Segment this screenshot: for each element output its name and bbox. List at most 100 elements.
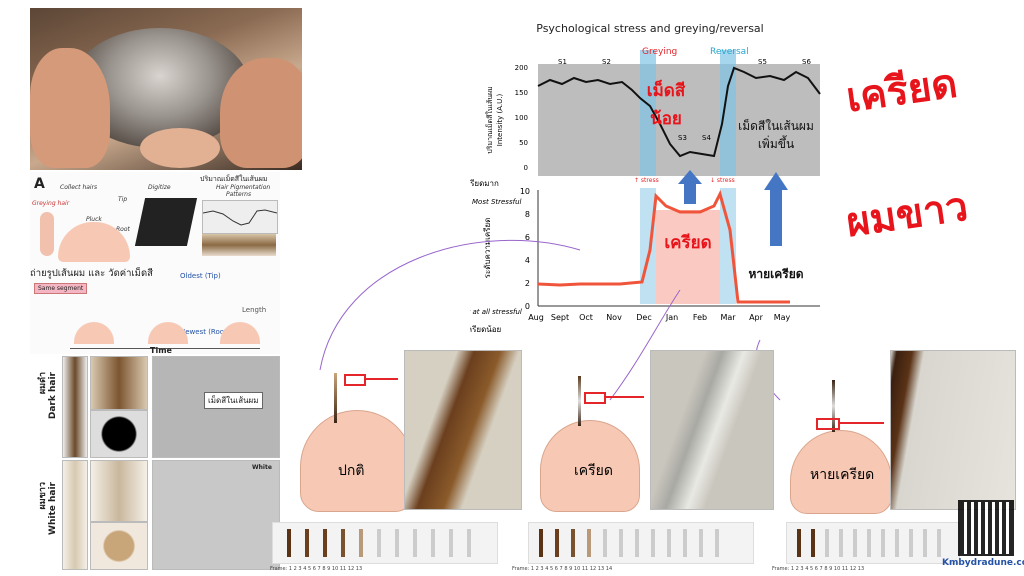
svg-text:S4: S4 — [702, 134, 711, 142]
stress-ylabel-thai: ระดับความเครียด — [483, 218, 492, 279]
photo-measure-label: ถ่ายรูปเส้นผม และ วัดค่าเม็ดสี — [30, 268, 153, 279]
svg-text:0: 0 — [525, 302, 530, 311]
hair-scan-strip — [202, 234, 276, 256]
dark-hair-shaft-img — [62, 356, 88, 458]
pigment-more-2: เพิ่มขึ้น — [758, 135, 794, 151]
svg-text:S5: S5 — [758, 58, 767, 66]
svg-text:Apr: Apr — [749, 313, 764, 322]
white-hair-en: White hair — [48, 482, 58, 535]
svg-text:8: 8 — [525, 210, 530, 219]
scanner-icon — [134, 198, 198, 246]
dark-hair-closeup-img — [90, 356, 148, 410]
tip-label: Tip — [118, 196, 128, 203]
frames-stressed: Frame: 1 2 3 4 5 6 7 8 9 10 11 12 13 14 — [512, 566, 613, 572]
frames-normal: Frame: 1 2 3 4 5 6 7 8 9 10 11 12 13 — [270, 566, 363, 572]
collect-hairs-label: Collect hairs — [60, 184, 98, 191]
hair-recovered — [832, 380, 835, 432]
greying-hair-photo — [30, 8, 302, 170]
person-figure — [40, 212, 54, 256]
pigment-less-1: เม็ดสี — [647, 78, 686, 101]
stress-band-right — [720, 188, 736, 304]
svg-text:Feb: Feb — [693, 313, 707, 322]
micro-normal-img — [404, 350, 522, 510]
white-hair-shaft-img — [62, 460, 88, 570]
pluck-label: Pluck — [86, 216, 102, 223]
mini-pigment-chart — [202, 200, 278, 234]
oldest-tip-label: Oldest (Tip) — [180, 272, 221, 280]
svg-text:4: 4 — [525, 256, 530, 265]
greying-label: Greying — [642, 47, 677, 57]
hair-collection-panel: A Collect hairs Digitize ปริมาณเม็ดสีในเ… — [30, 172, 280, 354]
hair-box-stressed — [584, 392, 606, 404]
frame-strip-normal — [272, 522, 498, 564]
hair-box-recovered — [816, 418, 840, 430]
svg-text:150: 150 — [515, 89, 528, 97]
panel-letter: A — [34, 176, 45, 192]
title-white-hair: ผมขาว — [843, 183, 971, 247]
svg-text:Aug: Aug — [528, 313, 544, 322]
intensity-ylabel-en: Intensity (A.U.) — [496, 94, 504, 147]
most-stressed-thai: เครียดมาก — [470, 179, 499, 188]
white-hair-em-img — [152, 460, 280, 570]
length-label: Length — [242, 306, 267, 314]
arrow-stressed — [604, 396, 644, 398]
svg-text:2: 2 — [525, 279, 530, 288]
greying-band — [640, 50, 656, 176]
dark-hair-bulb-img — [90, 410, 148, 458]
white-tag: White — [252, 464, 272, 471]
svg-text:200: 200 — [515, 64, 528, 72]
blue-up-arrow-2-head — [764, 172, 788, 190]
website-link[interactable]: Kmbydradune.com — [942, 558, 1024, 568]
svg-text:Oct: Oct — [579, 313, 593, 322]
time-axis — [70, 348, 260, 349]
svg-text:Nov: Nov — [606, 313, 622, 322]
root-label: Root — [116, 226, 130, 233]
head-normal — [300, 410, 414, 512]
svg-text:Jan: Jan — [665, 313, 678, 322]
head-label-recovered: หายเครียด — [810, 467, 875, 483]
blue-up-arrow-1 — [678, 170, 702, 204]
frames-recovered: Frame: 1 2 3 4 5 6 7 8 9 10 11 12 13 — [772, 566, 865, 572]
reversal-band — [720, 50, 736, 176]
svg-text:May: May — [774, 313, 791, 322]
svg-text:Mar: Mar — [720, 313, 736, 322]
svg-text:Dec: Dec — [636, 313, 651, 322]
svg-text:50: 50 — [519, 139, 528, 147]
intensity-line — [537, 66, 821, 158]
hair-box-normal — [344, 374, 366, 386]
same-segment-label: Same segment — [34, 283, 88, 294]
pigment-en-label-2: Patterns — [226, 191, 252, 198]
head-recovered — [790, 430, 892, 514]
hair-stressed — [578, 376, 581, 426]
digitize-label: Digitize — [148, 184, 171, 191]
intensity-y-ticks: 200 150 100 50 0 — [515, 64, 528, 172]
least-stressed-thai: เครียดน้อย — [470, 325, 501, 334]
pigment-less-2: น้อย — [650, 109, 682, 129]
stress-line — [537, 189, 790, 304]
most-stressful-en: Most Stressful — [472, 198, 522, 206]
microscopy-panel: ผมดำ Dark hair ผมขาว White hair เม็ดสีใน… — [30, 354, 280, 570]
stressed-center-label: เครียด — [664, 232, 711, 253]
stress-up-label: ↑ stress — [634, 177, 659, 184]
white-hair-bulb-img — [90, 522, 148, 570]
svg-text:0: 0 — [524, 164, 528, 172]
arrow-normal — [364, 378, 398, 380]
relief-label: หายเครียด — [748, 267, 803, 281]
pigment-en-label-1: Hair Pigmentation — [216, 184, 271, 191]
newest-root-label: Newest (Root) — [180, 328, 230, 336]
scalp-small-1 — [74, 322, 114, 344]
stress-y-ticks: 10 8 6 4 2 0 — [520, 187, 530, 311]
stress-down-label: ↓ stress — [710, 177, 735, 184]
greying-hair-label: Greying hair — [32, 200, 70, 207]
intensity-ylabel-thai: ปริมาณเม็ดสีในเส้นผม — [485, 86, 494, 153]
chart-title: Psychological stress and greying/reversa… — [536, 22, 763, 35]
reversal-label: Reversal — [710, 47, 749, 57]
frame-strip-recovered — [786, 522, 960, 564]
time-label: Time — [150, 346, 172, 355]
qr-code[interactable] — [958, 500, 1014, 556]
svg-text:Sept: Sept — [551, 313, 569, 322]
segment-labels: S1 S2 S3 S4 S5 S6 — [558, 58, 811, 142]
arrow-recovered — [838, 422, 884, 424]
scalp-small-3 — [220, 322, 260, 344]
head-label-stressed: เครียด — [574, 463, 613, 479]
